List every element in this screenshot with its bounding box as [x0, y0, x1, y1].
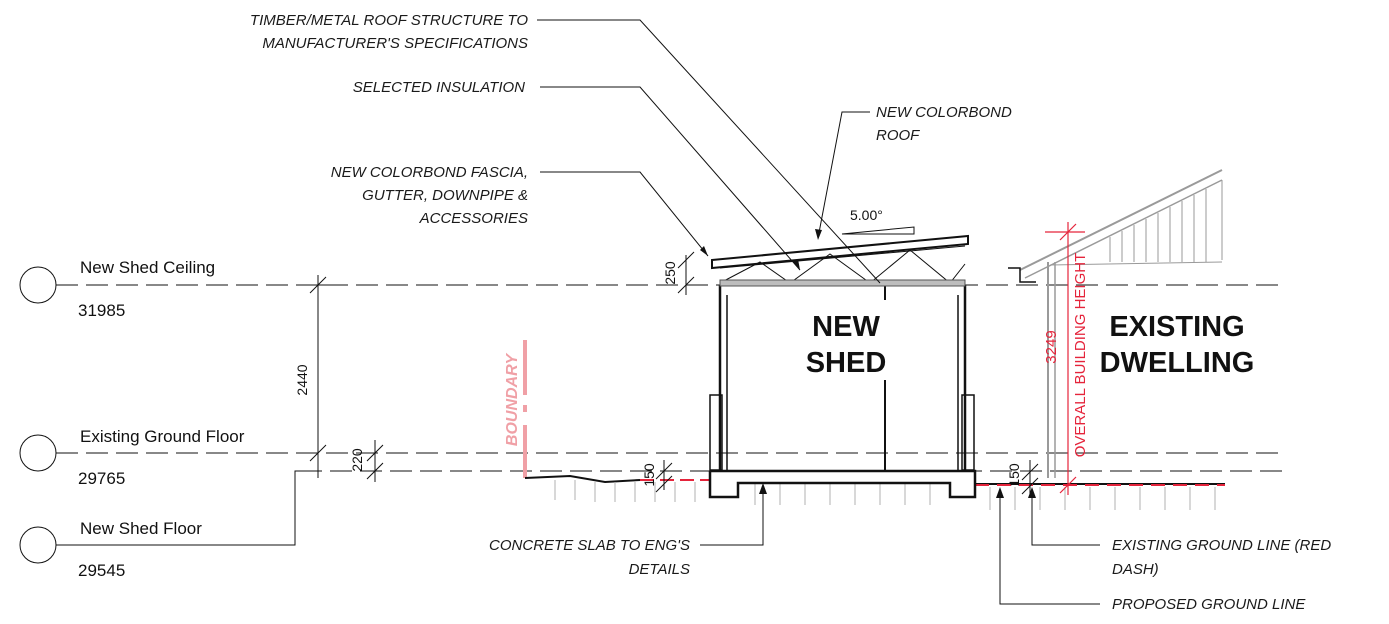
- slab-right-dimension: [1021, 460, 1039, 495]
- floor-difference-dimension: [366, 440, 384, 482]
- leaders: [537, 19, 1100, 605]
- slab-left-value: 150: [641, 463, 657, 487]
- existing-ground-note: DASH): [1112, 561, 1159, 578]
- ground-hatch: [554, 480, 1216, 510]
- slab-note: DETAILS: [629, 561, 690, 578]
- new-shed: [708, 234, 977, 499]
- overall-height-dimension: [1045, 222, 1085, 495]
- overall-height-value: 3249: [1043, 330, 1060, 363]
- ceiling-height-value: 2440: [294, 364, 310, 395]
- fascia-note: NEW COLORBOND FASCIA,: [331, 164, 528, 181]
- roof-depth-dimension: [677, 251, 695, 295]
- proposed-ground-note: PROPOSED GROUND LINE: [1112, 596, 1306, 613]
- slab-note: CONCRETE SLAB TO ENG'S: [489, 537, 690, 554]
- ceiling-height-dimension: [300, 275, 335, 478]
- roof-structure-note: MANUFACTURER'S SPECIFICATIONS: [262, 35, 528, 52]
- roof-pitch-value: 5.00°: [850, 207, 883, 223]
- overall-height-label: OVERALL BUILDING HEIGHT: [1072, 253, 1089, 458]
- level-value: 29545: [78, 561, 125, 580]
- roof-depth-value: 250: [662, 261, 678, 285]
- slab-left-dimension: [655, 460, 673, 493]
- fascia-note: ACCESSORIES: [419, 210, 528, 227]
- dwelling-gutter: [1008, 267, 1036, 283]
- slab-right-value: 150: [1006, 463, 1022, 487]
- leader-arrows: [700, 229, 1036, 498]
- level-name: New Shed Ceiling: [80, 258, 215, 277]
- dwelling-label: DWELLING: [1100, 347, 1255, 379]
- roof-note: ROOF: [876, 127, 920, 144]
- roof-note: NEW COLORBOND: [876, 104, 1012, 121]
- shed-label: SHED: [806, 347, 887, 379]
- existing-dwelling: [1019, 169, 1223, 478]
- level-marker-floor: [19, 526, 57, 564]
- level-value: 29765: [78, 469, 125, 488]
- level-marker-ceiling: [19, 266, 57, 304]
- level-name: New Shed Floor: [80, 519, 202, 538]
- existing-ground-line: [524, 474, 1225, 486]
- fascia-note: GUTTER, DOWNPIPE &: [362, 187, 528, 204]
- roof-structure-note: TIMBER/METAL ROOF STRUCTURE TO: [250, 12, 528, 29]
- shed-label: NEW: [812, 311, 880, 343]
- floor-difference-value: 220: [349, 448, 365, 472]
- level-name: Existing Ground Floor: [80, 427, 245, 446]
- level-marker-ground: [19, 434, 57, 472]
- insulation-note: SELECTED INSULATION: [353, 79, 525, 96]
- boundary-label: BOUNDARY: [504, 353, 521, 446]
- dwelling-label: EXISTING: [1109, 311, 1244, 343]
- existing-ground-note: EXISTING GROUND LINE (RED: [1112, 537, 1331, 554]
- roof-pitch-symbol: [841, 226, 915, 235]
- level-value: 31985: [78, 301, 125, 320]
